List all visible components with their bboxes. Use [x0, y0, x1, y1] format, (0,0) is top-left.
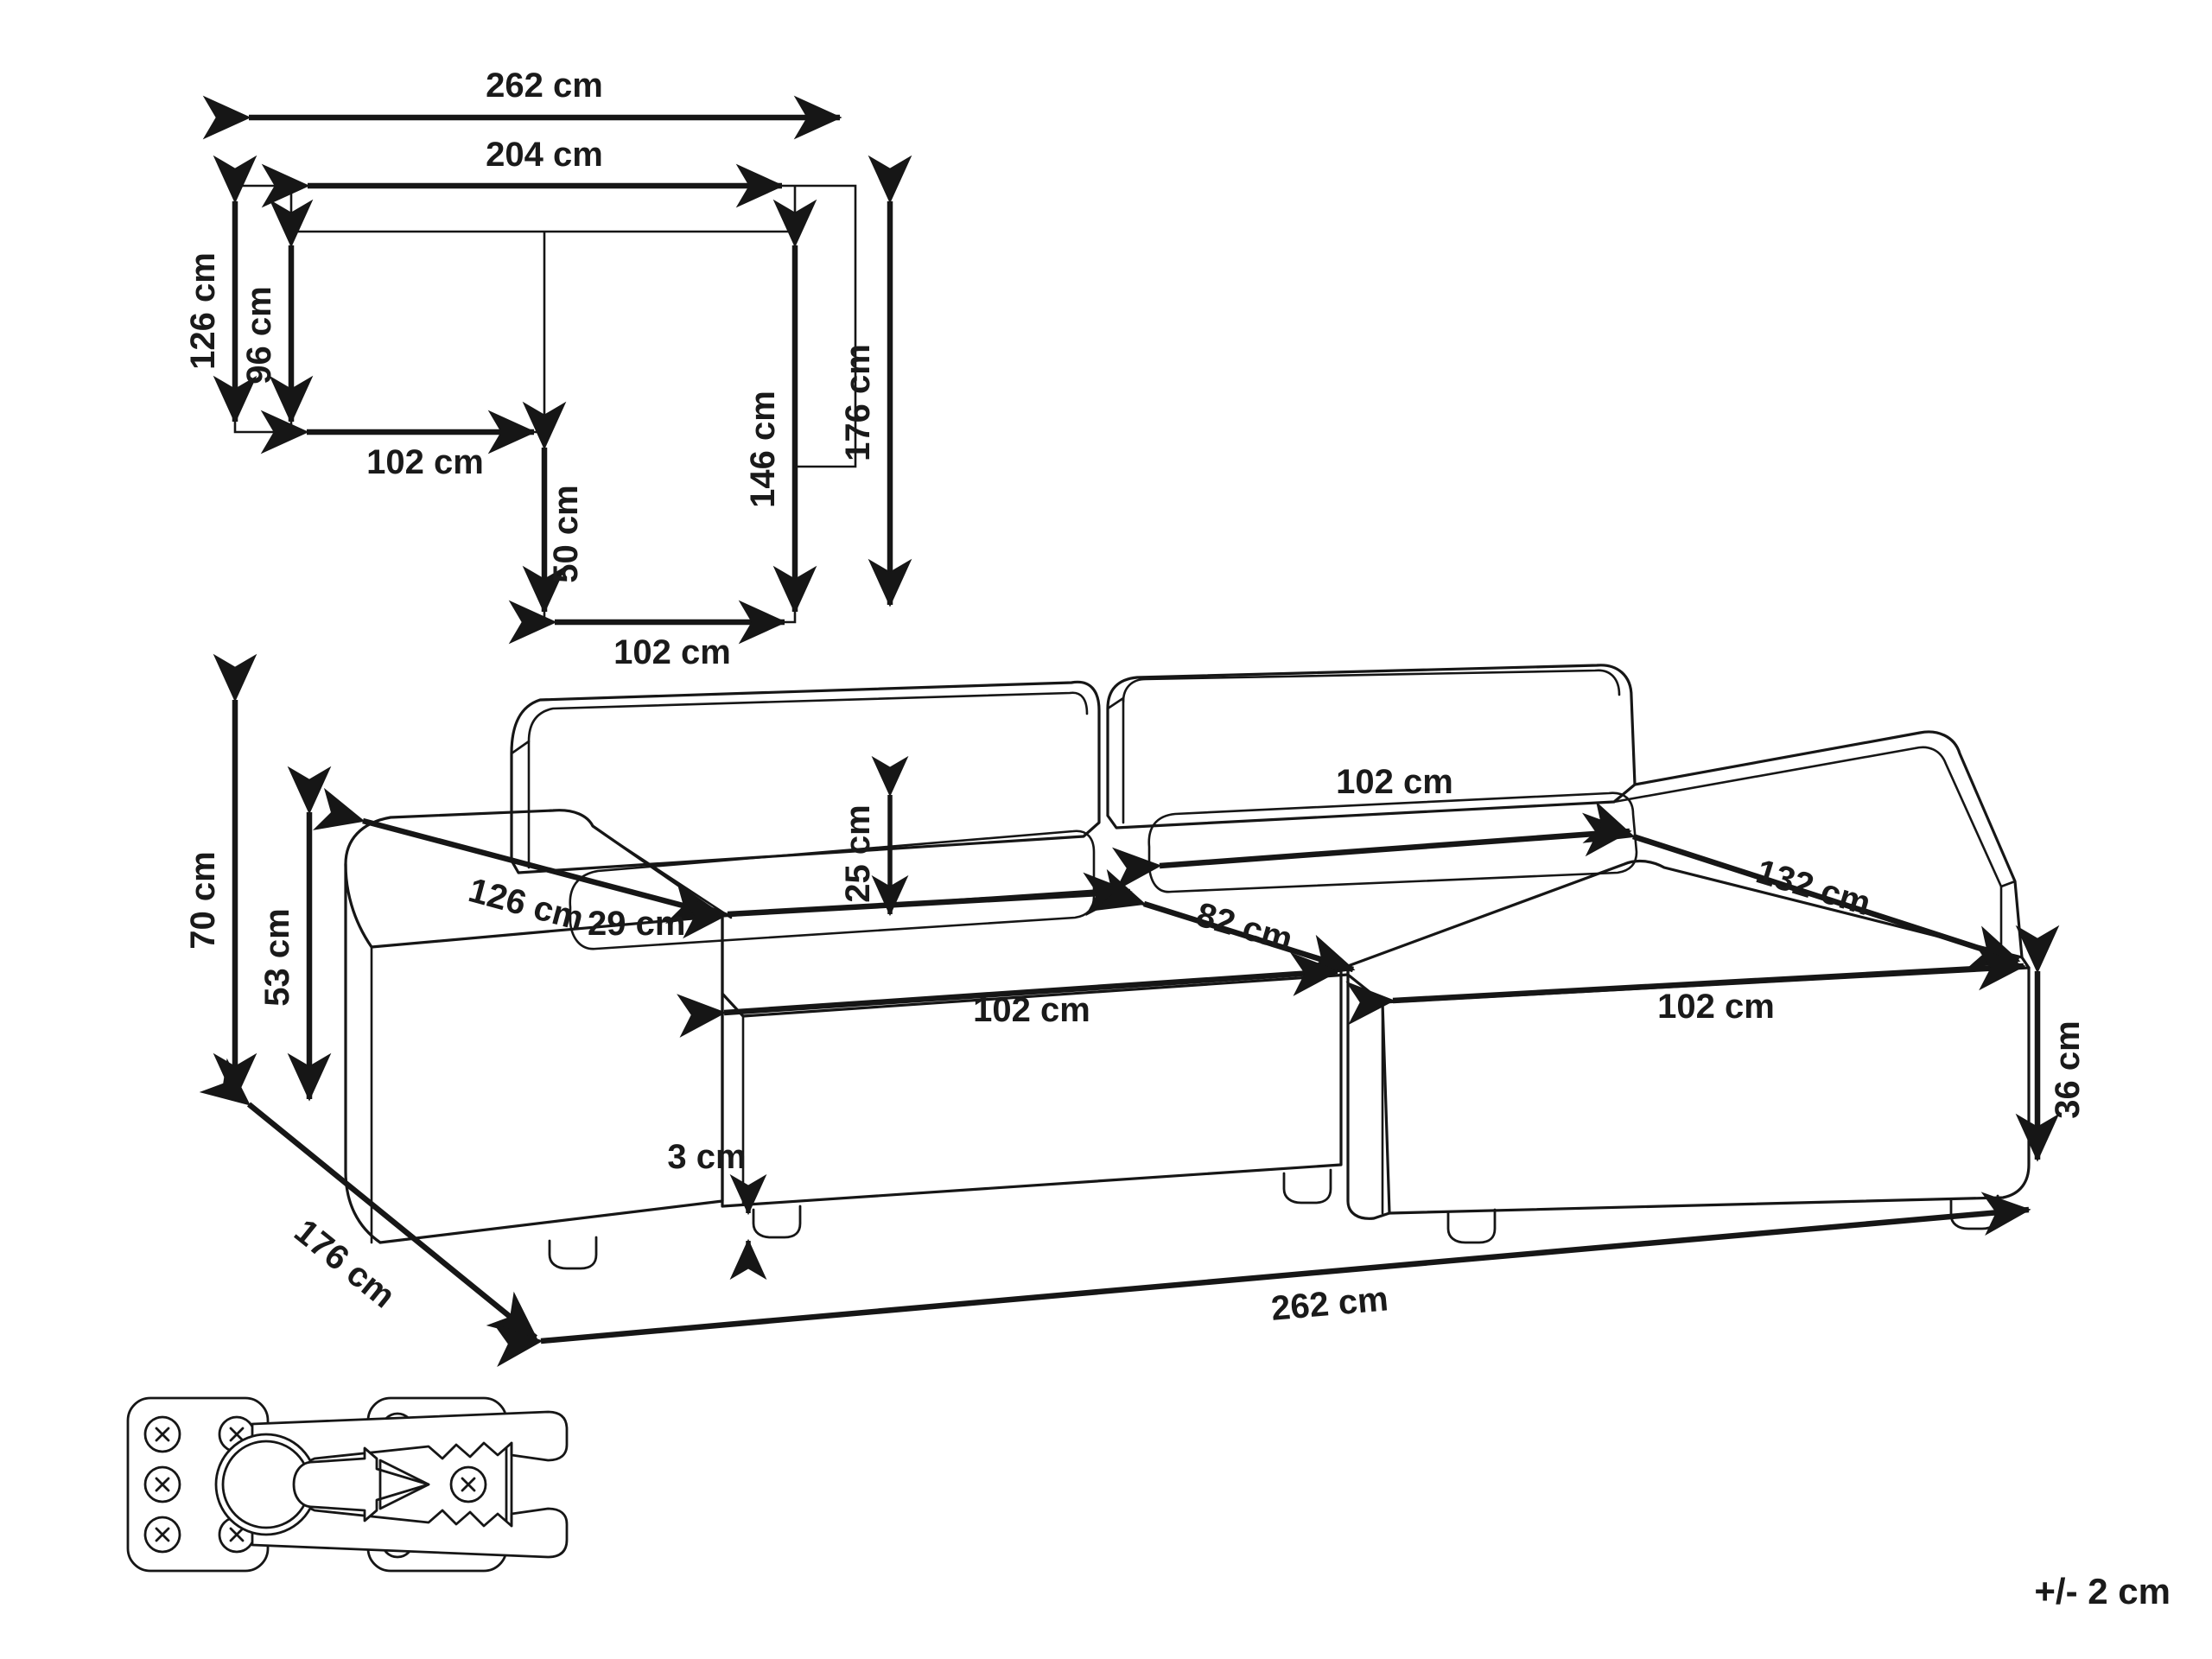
dimension-persp-corner-diagonal: 82 cm — [1093, 868, 1356, 977]
dimension-plan-chaise-depth: 146 cm — [744, 199, 817, 614]
dimension-persp-seat-height: 36 cm — [2015, 925, 2087, 1162]
dimension-plan-chaise-width: 102 cm — [508, 600, 787, 671]
dimension-label: 262 cm — [1269, 1280, 1389, 1328]
dimension-plan-seat-width: 102 cm — [260, 410, 537, 481]
dimension-label: 50 cm — [547, 485, 585, 582]
left-armrest — [344, 809, 733, 1270]
tolerance-label: +/- 2 cm — [2034, 1571, 2171, 1611]
dimension-plan-total-depth: 176 cm — [839, 155, 912, 607]
dimension-label: 102 cm — [613, 633, 731, 671]
dimension-label: 126 cm — [184, 252, 222, 370]
dimension-persp-total-width: 262 cm — [493, 1192, 2031, 1367]
perspective-view: 70 cm 53 cm 126 cm 29 cm 25 cm — [184, 653, 2087, 1367]
dimension-label: 102 cm — [366, 443, 484, 481]
dimension-persp-cushion-height: 25 cm — [839, 755, 909, 917]
dimension-label: 53 cm — [258, 908, 296, 1006]
dimension-label: 102 cm — [973, 991, 1090, 1029]
dimension-plan-chaise-offset: 50 cm — [522, 401, 585, 614]
dimension-persp-armrest-width: 29 cm — [588, 872, 1133, 943]
plan-geometry — [0, 156, 1123, 674]
sofa-connector-clamp-icon — [126, 1396, 569, 1573]
dimension-plan-total-width: 262 cm — [202, 67, 842, 140]
dimension-label: 102 cm — [1336, 763, 1453, 801]
dimension-label: 82 cm — [1192, 895, 1297, 959]
dimension-label: 176 cm — [839, 344, 877, 461]
dimension-plan-inner-width: 204 cm — [261, 136, 785, 208]
dimension-label: 29 cm — [588, 905, 685, 943]
dimension-label: 176 cm — [287, 1212, 402, 1316]
dimension-persp-overall-height: 70 cm — [184, 653, 257, 1102]
dimension-persp-leg-height: 3 cm — [667, 1138, 767, 1281]
dimension-label: 96 cm — [240, 286, 278, 384]
top-plan-view: 262 cm 204 cm 126 cm 96 cm 102 cm — [0, 67, 1123, 674]
screw-icon — [143, 1516, 181, 1554]
screw-icon — [143, 1415, 181, 1453]
dimension-label: 36 cm — [2049, 1020, 2087, 1118]
dimension-label: 204 cm — [486, 136, 603, 174]
dimension-persp-seat-width-left: 102 cm — [677, 952, 1340, 1038]
tolerance-note: +/- 2 cm — [2034, 1571, 2171, 1611]
dimension-persp-seat-width-right: 102 cm — [1345, 946, 2026, 1026]
dimension-label: 262 cm — [486, 67, 603, 105]
dimension-label: 70 cm — [184, 851, 222, 949]
dimension-label: 3 cm — [667, 1138, 746, 1176]
dimension-label: 126 cm — [465, 871, 588, 938]
dimension-persp-chaise-depth: 132 cm — [1582, 801, 2021, 968]
dimension-persp-back-cushion-width: 102 cm — [1111, 763, 1632, 892]
dimension-label: 25 cm — [839, 804, 877, 902]
dimension-label: 102 cm — [1657, 988, 1775, 1026]
screw-icon — [143, 1465, 181, 1503]
dimension-plan-left-depth-inner: 96 cm — [240, 199, 314, 424]
dimension-label: 146 cm — [744, 391, 782, 508]
dimension-plan-left-depth-outer: 126 cm — [184, 155, 257, 424]
dimension-persp-total-depth: 176 cm — [199, 1058, 538, 1340]
dimension-label: 132 cm — [1751, 853, 1875, 924]
dimension-persp-back-height: 53 cm — [258, 766, 332, 1102]
screw-icon — [449, 1465, 487, 1503]
